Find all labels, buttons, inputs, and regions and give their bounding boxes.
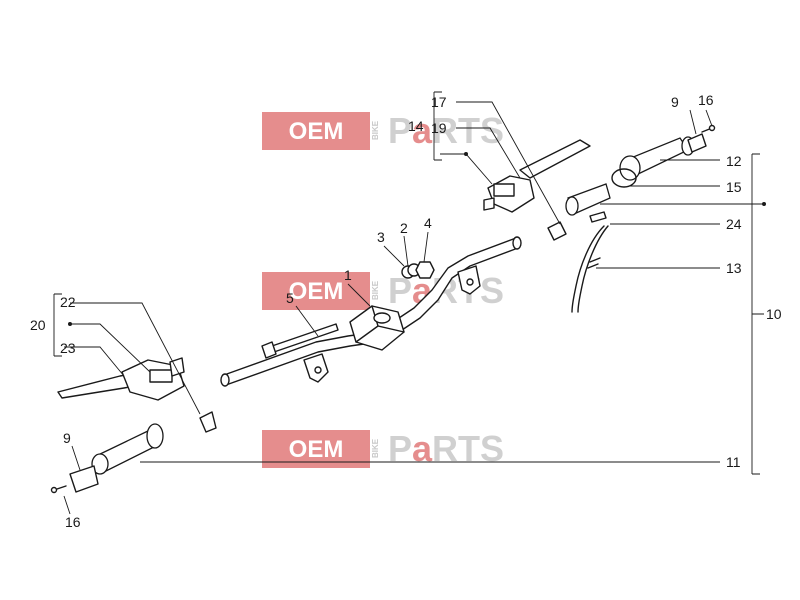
watermark-bottom: OEM BIKE PaRTS xyxy=(262,428,504,469)
svg-text:OEM: OEM xyxy=(289,436,344,463)
callout-11: 11 xyxy=(726,454,741,470)
callout-24: 24 xyxy=(726,216,742,232)
svg-text:PaRTS: PaRTS xyxy=(388,110,504,151)
watermark-top: OEM BIKE PaRTS xyxy=(262,110,504,151)
right-grip xyxy=(565,124,716,216)
callout-14: 14 xyxy=(408,118,424,134)
svg-text:BIKE: BIKE xyxy=(371,120,380,140)
callout-16-right: 16 xyxy=(698,92,714,108)
svg-text:OEM: OEM xyxy=(289,278,344,305)
callout-22: 22 xyxy=(60,294,76,310)
svg-text:PaRTS: PaRTS xyxy=(388,428,504,469)
callout-15: 15 xyxy=(726,179,742,195)
callout-23: 23 xyxy=(60,340,76,356)
callout-12: 12 xyxy=(726,153,742,169)
callout-4: 4 xyxy=(424,215,432,231)
svg-text:OEM: OEM xyxy=(289,118,344,145)
svg-text:BIKE: BIKE xyxy=(371,280,380,300)
callout-9-right: 9 xyxy=(671,94,679,110)
callout-9-left: 9 xyxy=(63,430,71,446)
callout-16-left: 16 xyxy=(65,514,81,530)
washer-nut-set xyxy=(401,261,435,279)
throttle-cable xyxy=(571,211,609,313)
left-lever-assembly xyxy=(57,357,217,433)
callout-5: 5 xyxy=(286,290,294,306)
right-lever-assembly xyxy=(483,139,591,241)
callout-20: 20 xyxy=(30,317,46,333)
callout-2: 2 xyxy=(400,220,408,236)
callout-1: 1 xyxy=(344,267,352,283)
callout-10: 10 xyxy=(766,306,782,322)
callout-17: 17 xyxy=(431,94,447,110)
left-grip xyxy=(50,423,164,494)
svg-text:BIKE: BIKE xyxy=(371,438,380,458)
leader-lines xyxy=(53,91,764,515)
callout-labels: 1 2 3 4 5 9 9 10 11 12 13 14 15 16 16 17… xyxy=(30,92,782,530)
callout-3: 3 xyxy=(377,229,385,245)
handlebar xyxy=(220,236,522,387)
callout-19: 19 xyxy=(431,120,447,136)
callout-13: 13 xyxy=(726,260,742,276)
